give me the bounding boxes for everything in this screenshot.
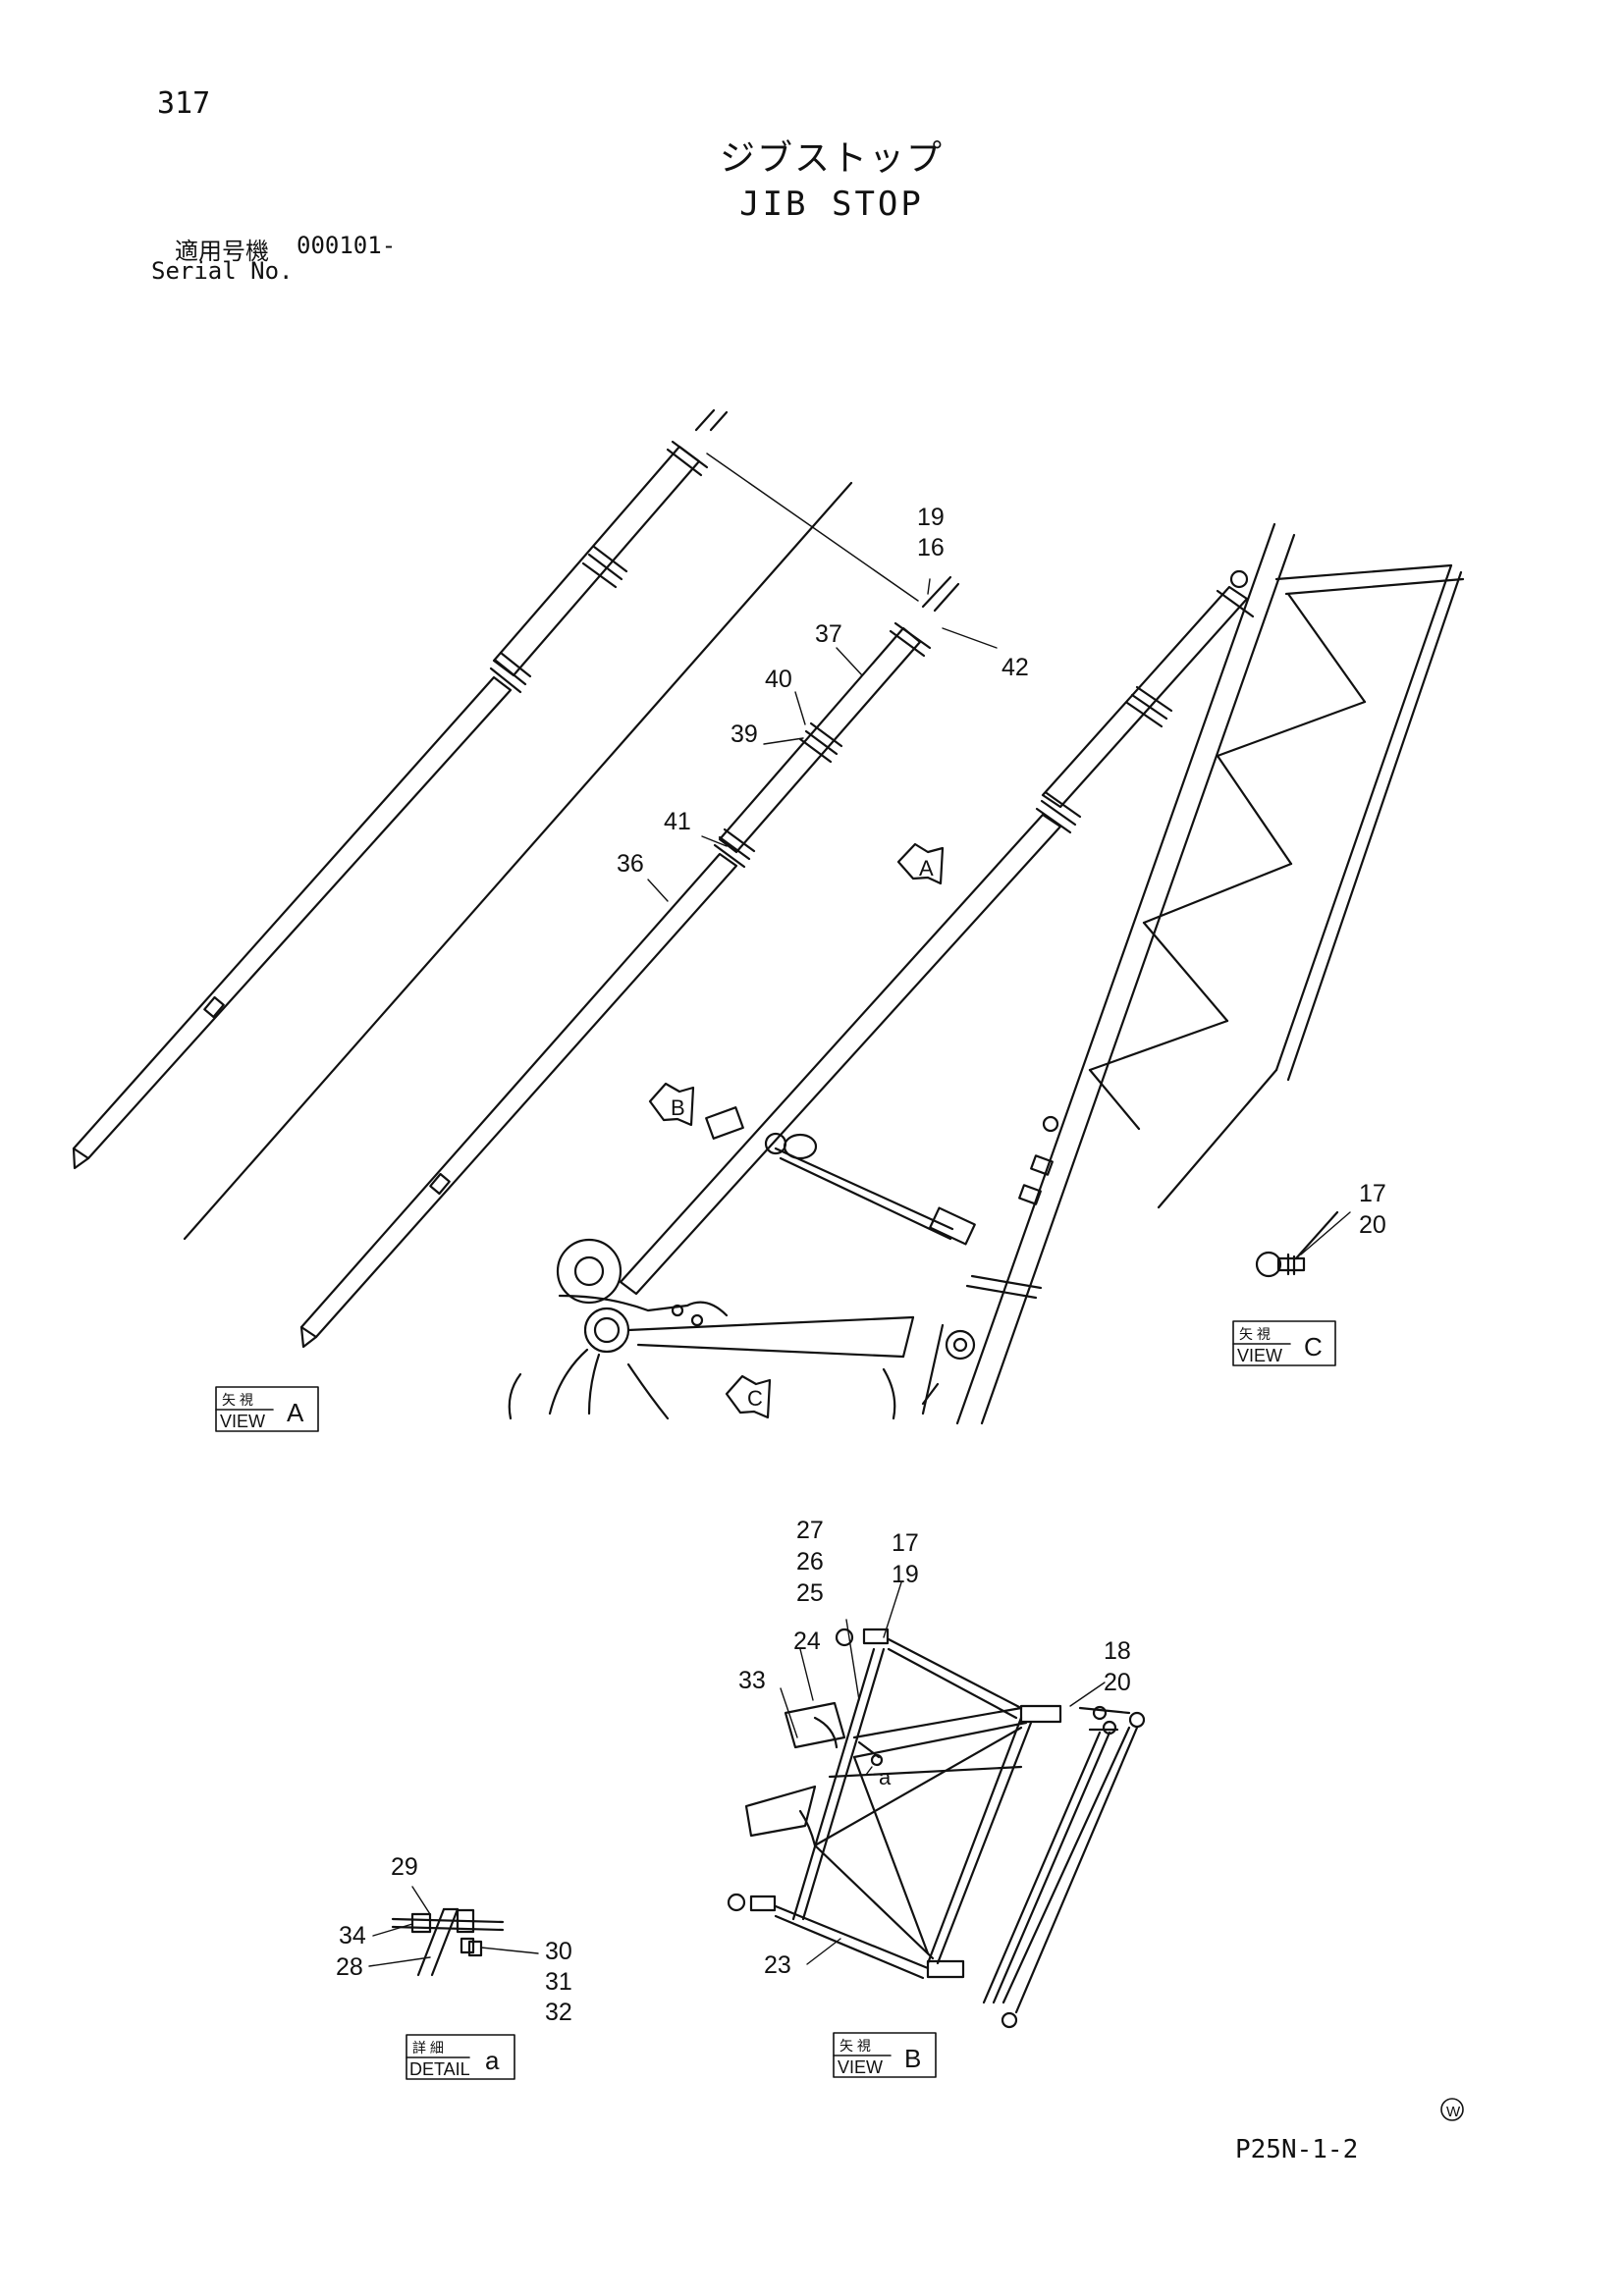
page-number: 317 — [157, 86, 211, 121]
callout-27: 27 — [796, 1517, 824, 1544]
callout-28: 28 — [336, 1953, 363, 1981]
jib-lattice-structure — [921, 522, 1465, 1425]
jib-stop-rod-left — [72, 408, 729, 1170]
callout-20-view-c: 20 — [1359, 1211, 1386, 1239]
view-c-label-top: 矢 視 — [1239, 1326, 1271, 1342]
view-c-pin-assembly — [1255, 1210, 1339, 1278]
callout-26: 26 — [796, 1548, 824, 1575]
page-title-english: JIB STOP — [739, 185, 924, 224]
footer-code: P25N-1-2 — [1235, 2135, 1359, 2164]
view-b-label-bottom: VIEW — [838, 2057, 883, 2077]
detail-a-label-letter: a — [485, 2046, 500, 2075]
view-a-label-letter: A — [287, 1398, 304, 1427]
view-a-label-bottom: VIEW — [220, 1412, 265, 1431]
view-a-label-top: 矢 視 — [222, 1392, 253, 1408]
view-b-label-top: 矢 視 — [839, 2038, 871, 2054]
serial-value: 000101- — [297, 232, 397, 259]
callout-37: 37 — [815, 620, 842, 648]
view-b-frame-assembly — [727, 1628, 1146, 2029]
callout-18: 18 — [1104, 1637, 1131, 1665]
detail-a-label-bottom: DETAIL — [409, 2059, 470, 2079]
callout-20-view-b: 20 — [1104, 1669, 1131, 1696]
view-b-label-letter: B — [904, 2044, 921, 2073]
callout-31: 31 — [545, 1968, 572, 1996]
callout-17-view-b: 17 — [892, 1529, 919, 1557]
callout-16: 16 — [917, 534, 945, 561]
direction-arrow-b-letter: B — [671, 1095, 685, 1120]
detail-marker-a: a — [879, 1765, 892, 1789]
detail-a-label-top: 詳 細 — [412, 2040, 444, 2056]
callout-34: 34 — [339, 1922, 366, 1949]
callout-33: 33 — [738, 1667, 766, 1694]
callout-36: 36 — [617, 850, 644, 878]
watermark-circle — [1440, 2098, 1464, 2121]
callout-41: 41 — [664, 808, 691, 835]
watermark-letter: W — [1446, 2104, 1461, 2120]
view-c-label-bottom: VIEW — [1237, 1346, 1282, 1365]
view-c-label-letter: C — [1304, 1332, 1323, 1362]
direction-arrow-c — [725, 1374, 772, 1419]
serial-label-japanese: 適用号機 — [175, 239, 269, 265]
callout-19: 19 — [917, 504, 945, 531]
callout-32: 32 — [545, 1999, 572, 2026]
callout-23: 23 — [764, 1951, 791, 1979]
direction-arrow-c-letter: C — [747, 1386, 763, 1411]
callout-24: 24 — [793, 1628, 821, 1655]
section-divider-line — [183, 481, 853, 1241]
leader-lines — [368, 578, 1351, 1967]
jib-stop-rod-installed — [619, 569, 1255, 1296]
jib-stop-rod-middle — [299, 575, 960, 1349]
callout-39: 39 — [731, 721, 758, 748]
callout-17-view-c: 17 — [1359, 1180, 1386, 1207]
base-bracket — [508, 1106, 976, 1420]
callout-42: 42 — [1001, 654, 1029, 681]
direction-arrow-a-letter: A — [919, 856, 934, 881]
callout-30: 30 — [545, 1938, 572, 1965]
direction-arrow-a — [896, 842, 945, 885]
callout-29: 29 — [391, 1853, 418, 1881]
callout-25: 25 — [796, 1579, 824, 1607]
callout-19-view-b: 19 — [892, 1561, 919, 1588]
serial-label-english: Serial No. — [151, 257, 294, 285]
direction-arrow-b — [648, 1082, 695, 1127]
detail-a-assembly — [391, 1907, 505, 1977]
page-title-japanese: ジブストップ — [719, 137, 944, 178]
callout-40: 40 — [765, 666, 792, 693]
